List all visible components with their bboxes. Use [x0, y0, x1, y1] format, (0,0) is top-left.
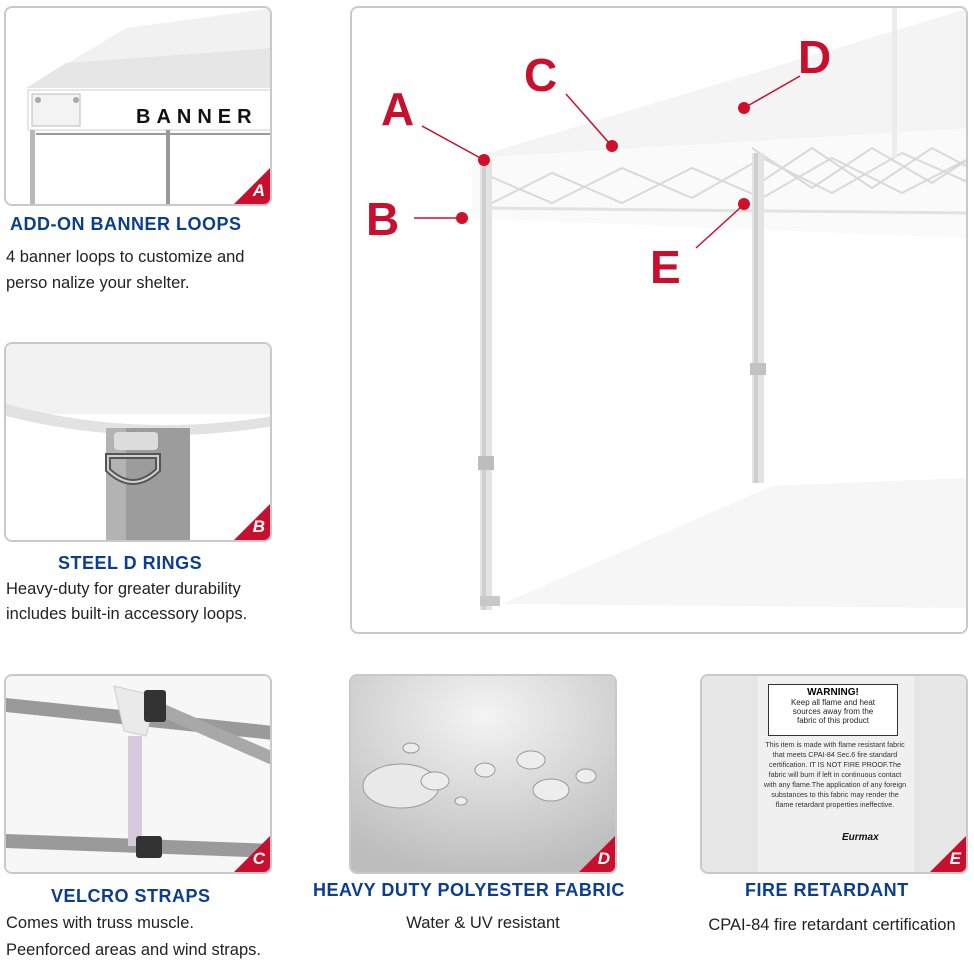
- fabric-title: HEAVY DUTY POLYESTER FABRIC: [313, 880, 625, 900]
- velcro-desc-line1: Comes with truss muscle.: [6, 914, 194, 932]
- warning-line2: sources away from the: [792, 707, 874, 716]
- fabric-backdrop: [702, 676, 966, 872]
- callout-dot-b: [456, 212, 468, 224]
- velcro-title: VELCRO STRAPS: [51, 886, 211, 906]
- d-rings-title: STEEL D RINGS: [58, 553, 203, 573]
- velcro-photo: C: [4, 674, 272, 874]
- callout-dot-c: [606, 140, 618, 152]
- d-rings-photo: B: [4, 342, 272, 542]
- callout-e: E: [650, 241, 681, 293]
- fire-retardant-desc: CPAI-84 fire retardant certification: [708, 916, 956, 934]
- banner-loops-desc-line1: 4 banner loops to customize and: [6, 248, 245, 266]
- warning-title: WARNING!: [807, 687, 859, 698]
- fabric-photo: D: [349, 674, 617, 874]
- velcro-illustration: [6, 676, 270, 872]
- callout-d: D: [798, 31, 832, 83]
- fire-retardant-photo: WARNING! Keep all flame and heat sources…: [700, 674, 968, 874]
- banner-loops-desc-line2: perso nalize your shelter.: [6, 274, 190, 292]
- d-ring-illustration: [6, 344, 270, 540]
- warning-line1: Keep all flame and heat: [790, 698, 876, 707]
- callout-dot-d: [738, 102, 750, 114]
- water-droplets-illustration: [351, 676, 615, 872]
- banner-photo-text: BANNER: [136, 106, 258, 128]
- warning-line3: fabric of this product: [796, 716, 870, 725]
- callout-b: B: [366, 193, 400, 245]
- warning-body: This item is made with flame resistant f…: [763, 740, 907, 809]
- banner-loops-title: ADD-ON BANNER LOOPS: [10, 214, 242, 234]
- fire-retardant-title: FIRE RETARDANT: [745, 880, 909, 900]
- banner-loops-illustration: [26, 8, 270, 204]
- callout-dot-e: [738, 198, 750, 210]
- eurmax-logo: Eurmax: [842, 832, 879, 843]
- warning-label: WARNING! Keep all flame and heat sources…: [768, 684, 898, 736]
- velcro-desc-line2: Peenforced areas and wind straps.: [6, 941, 261, 959]
- callout-a: A: [381, 83, 415, 135]
- canopy-illustration: [472, 8, 966, 610]
- d-rings-desc-line2: includes built-in accessory loops.: [6, 605, 248, 623]
- fabric-desc: Water & UV resistant: [406, 914, 560, 932]
- banner-loops-photo: BANNER A: [4, 6, 272, 206]
- d-rings-desc-line1: Heavy-duty for greater durability: [6, 580, 241, 598]
- canopy-main-photo: A B C D E: [350, 6, 968, 634]
- callout-dot-a: [478, 154, 490, 166]
- callout-c: C: [524, 49, 558, 101]
